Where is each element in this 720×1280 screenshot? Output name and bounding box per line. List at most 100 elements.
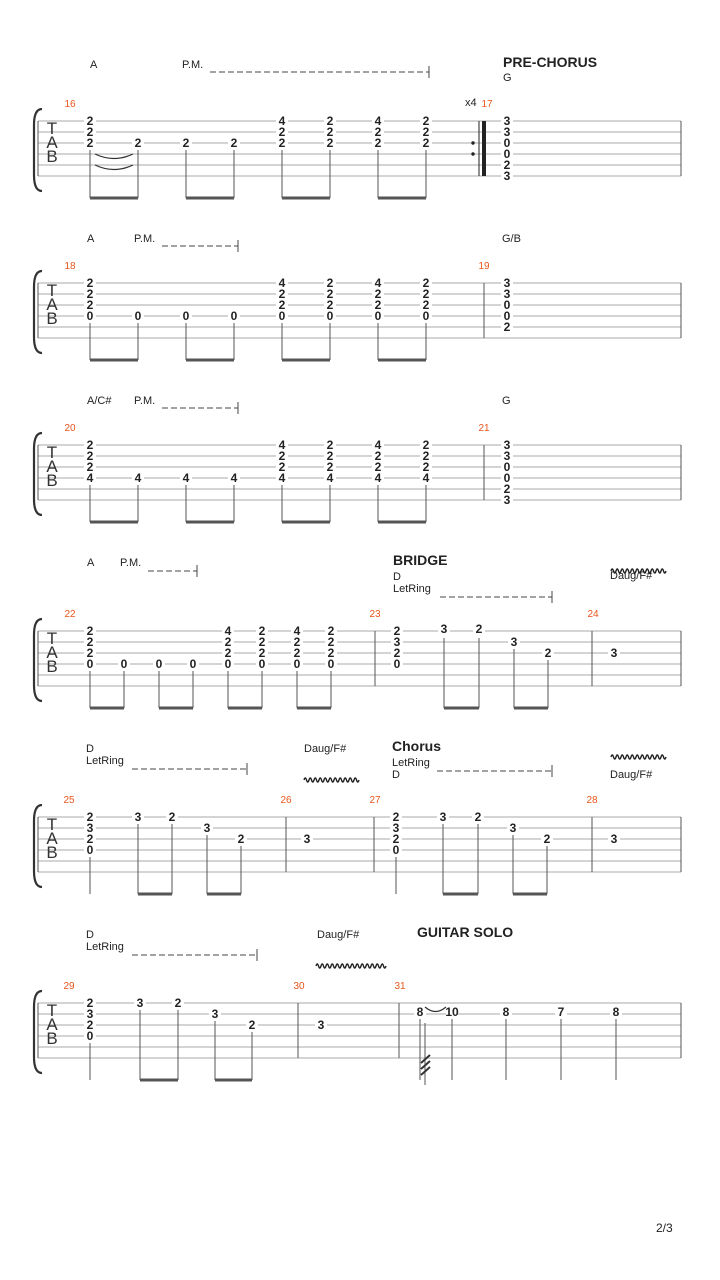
fret-mask [84, 1020, 96, 1030]
fret-mask [291, 659, 303, 669]
fret-mask [228, 138, 240, 148]
fret-number: 3 [394, 635, 401, 649]
fret-number: 2 [375, 449, 382, 463]
fret-number: 3 [304, 832, 311, 846]
tab-clef-b: B [46, 1029, 57, 1048]
annotation-chord: Daug/F# [317, 929, 360, 941]
fret-number: 2 [259, 624, 266, 638]
fret-mask [315, 1020, 327, 1030]
tab-system-6 [32, 949, 682, 1085]
bar-number: 16 [64, 99, 76, 110]
fret-number: 2 [394, 646, 401, 660]
fret-number: 2 [375, 136, 382, 150]
fret-number: 4 [279, 438, 286, 452]
fret-mask [555, 1007, 567, 1017]
annotation-chord: Daug/F# [610, 769, 653, 781]
tremolo-slash [420, 1066, 431, 1076]
fret-mask [132, 138, 144, 148]
fret-mask [501, 138, 513, 148]
tie-arc [94, 153, 134, 160]
tab-clef-b: B [46, 843, 57, 862]
fret-number: 0 [225, 657, 232, 671]
fret-number: 2 [545, 646, 552, 660]
tab-clef-b: B [46, 471, 57, 490]
fret-mask [222, 626, 234, 636]
fret-mask [390, 845, 402, 855]
fret-number: 4 [231, 471, 238, 485]
fret-number: 2 [87, 125, 94, 139]
tab-clef-b: B [46, 309, 57, 328]
tab-clef-t: T [47, 815, 57, 834]
bar-number: 18 [64, 261, 76, 272]
fret-mask [372, 440, 384, 450]
fret-mask [541, 834, 553, 844]
bar-number: 30 [293, 981, 305, 992]
vibrato-wave [303, 777, 360, 783]
fret-mask [84, 127, 96, 137]
fret-number: 2 [393, 832, 400, 846]
fret-mask [84, 289, 96, 299]
fret-number: 2 [87, 460, 94, 474]
fret-number: 0 [375, 309, 382, 323]
fret-mask [420, 138, 432, 148]
fret-mask [84, 823, 96, 833]
fret-mask [420, 311, 432, 321]
fret-mask [420, 451, 432, 461]
fret-number: 4 [375, 114, 382, 128]
fret-number: 3 [204, 821, 211, 835]
fret-number: 2 [294, 635, 301, 649]
fret-mask [437, 812, 449, 822]
fret-mask [372, 473, 384, 483]
fret-number: 0 [294, 657, 301, 671]
fret-number: 2 [279, 136, 286, 150]
fret-number: 0 [190, 657, 197, 671]
fret-number: 2 [87, 449, 94, 463]
annotation-chord: G/B [502, 233, 521, 245]
fret-number: 2 [327, 136, 334, 150]
fret-number: 3 [504, 449, 511, 463]
fret-mask [501, 440, 513, 450]
fret-mask [228, 311, 240, 321]
fret-number: 0 [504, 147, 511, 161]
fret-mask [501, 322, 513, 332]
fret-mask [84, 834, 96, 844]
fret-number: 0 [504, 309, 511, 323]
fret-number: 2 [183, 136, 190, 150]
fret-mask [301, 834, 313, 844]
tab-system-5 [32, 754, 682, 896]
fret-mask [291, 648, 303, 658]
fret-number: 3 [504, 276, 511, 290]
fret-number: 2 [423, 298, 430, 312]
bar-number: 26 [280, 795, 292, 806]
fret-mask [222, 659, 234, 669]
fret-number: 4 [135, 471, 142, 485]
fret-number: 2 [175, 996, 182, 1010]
fret-number: 0 [393, 843, 400, 857]
tab-system-4 [32, 565, 682, 710]
fret-number: 8 [613, 1005, 620, 1019]
fret-number: 3 [440, 810, 447, 824]
fret-mask [324, 473, 336, 483]
fret-mask [501, 289, 513, 299]
fret-mask [500, 1007, 512, 1017]
annotation-section: PRE-CHORUS [503, 54, 597, 70]
repeat-dot [471, 152, 475, 156]
fret-number: 2 [279, 287, 286, 301]
fret-mask [391, 648, 403, 658]
tie-arc [424, 1006, 447, 1013]
fret-number: 2 [423, 136, 430, 150]
fret-number: 0 [135, 309, 142, 323]
fret-mask [501, 149, 513, 159]
fret-mask [446, 1007, 458, 1017]
fret-mask [501, 171, 513, 181]
fret-mask [222, 648, 234, 658]
bar-number: 24 [587, 609, 599, 620]
fret-number: 2 [375, 125, 382, 139]
fret-mask [420, 462, 432, 472]
fret-mask [501, 278, 513, 288]
fret-number: 4 [375, 438, 382, 452]
fret-mask [372, 462, 384, 472]
fret-number: 2 [504, 320, 511, 334]
fret-mask [187, 659, 199, 669]
fret-mask [472, 812, 484, 822]
